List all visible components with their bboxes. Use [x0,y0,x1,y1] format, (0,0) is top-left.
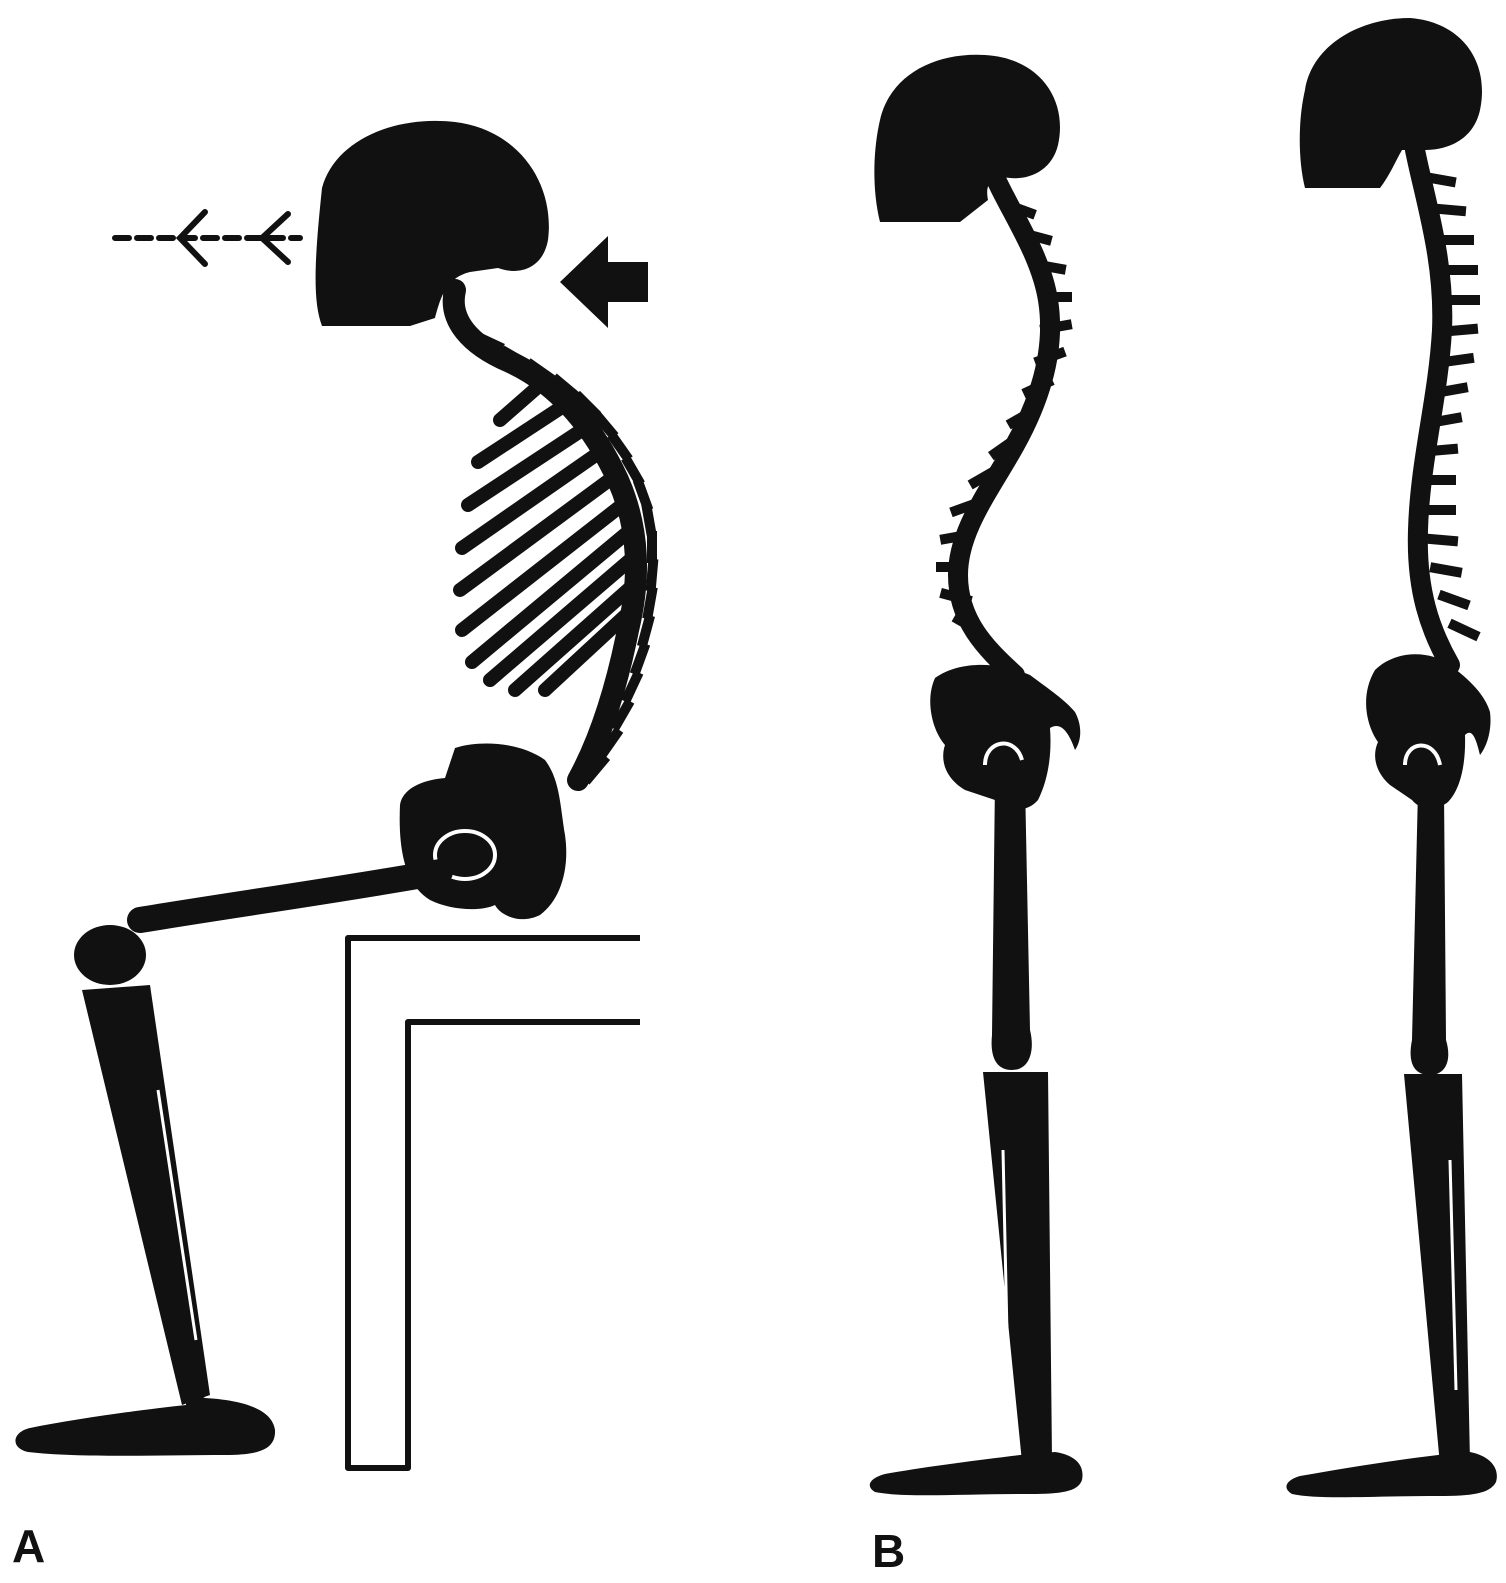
femur-seated [140,872,440,920]
skull-standing-2 [1300,18,1482,188]
panel-a-seated-skeleton [15,121,658,1468]
tibia-standing-1 [983,1072,1052,1462]
panel-b-standing-skeleton [870,55,1083,1496]
skull-standing-1 [874,55,1060,222]
panel-label-b: B [872,1528,905,1574]
push-arrow [560,236,648,328]
pelvis-seated [400,744,567,920]
foot-standing-1 [870,1452,1083,1495]
skull [316,121,549,326]
knee-seated [74,925,146,985]
foot-seated [15,1390,275,1456]
panel-label-a: A [12,1523,45,1569]
spine-standing-2 [1415,150,1450,665]
vertebrae-standing-1 [936,201,1073,666]
tibia-standing-2 [1404,1074,1470,1465]
forward-head-dashed-arrow [115,212,300,264]
femur-standing-1 [992,773,1032,1070]
chair [348,938,640,1468]
tibia-seated [82,985,210,1405]
foot-standing-2 [1286,1452,1496,1497]
panel-b-upright-skeleton [1286,18,1496,1497]
femur-standing-2 [1411,783,1449,1075]
